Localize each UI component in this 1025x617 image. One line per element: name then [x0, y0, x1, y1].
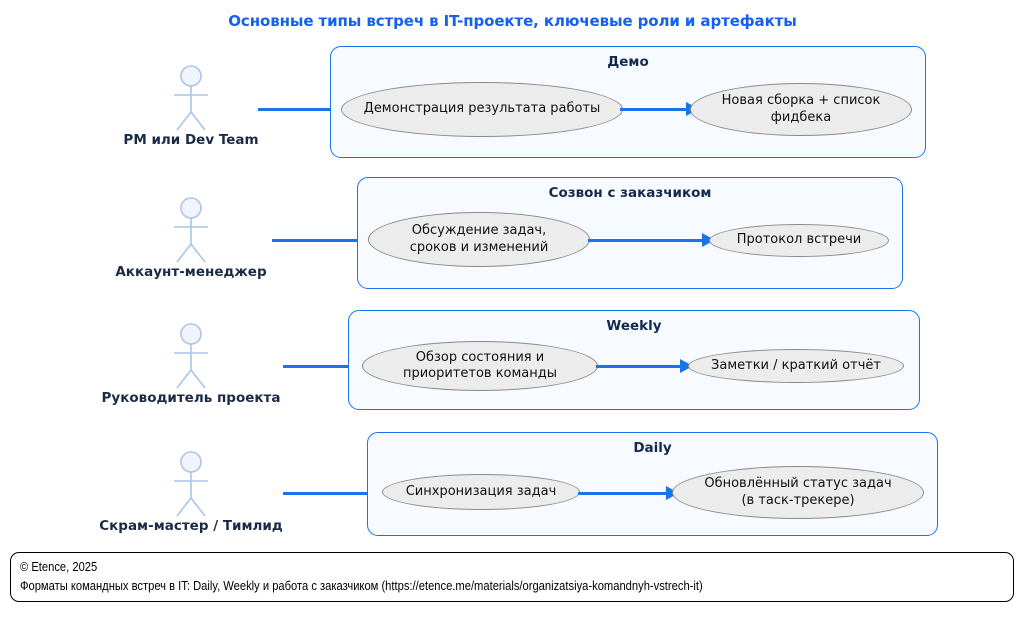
actor-label: Скрам-мастер / Тимлид [99, 518, 283, 534]
usecase-demo: Демонстрация результата работы [341, 82, 623, 137]
actor-account-manager: Аккаунт-менеджер [115, 196, 267, 286]
group-title: Weekly [606, 318, 662, 334]
connector-actor-to-usecase-1 [258, 108, 338, 111]
actor-figure-icon [174, 65, 208, 131]
footer-source: Форматы командных встреч в IT: Daily, We… [20, 577, 703, 593]
usecase-weekly: Обзор состояния и приоритетов команды [362, 341, 598, 391]
usecase-label-line1: Обзор состояния и [415, 349, 545, 365]
artifact-label-line2: (в таск-трекере) [741, 492, 855, 508]
artifact-label-line2: фидбека [770, 109, 832, 125]
page-title: Основные типы встреч в IT-проекте, ключе… [228, 12, 797, 30]
footer-copyright: © Etence, 2025 [20, 559, 98, 574]
actor-pm-dev-team: PM или Dev Team [123, 64, 259, 154]
actor-label: Руководитель проекта [101, 390, 281, 406]
artifact-label: Протокол встречи [736, 232, 862, 248]
connector-actor-to-usecase-2 [272, 239, 364, 242]
connector-usecase-to-artifact-3 [596, 365, 684, 368]
connector-usecase-to-artifact-1 [620, 108, 690, 111]
actor-label: Аккаунт-менеджер [115, 264, 267, 280]
artifact-demo: Новая сборка + список фидбека [690, 83, 912, 136]
connector-actor-to-usecase-3 [283, 365, 355, 368]
footer-note: © Etence, 2025 Форматы командных встреч … [10, 552, 1014, 602]
artifact-daily: Обновлённый статус задач (в таск-трекере… [672, 466, 924, 519]
connector-usecase-to-artifact-2 [588, 239, 706, 242]
usecase-label-line1: Обсуждение задач, [411, 223, 547, 239]
actor-label: PM или Dev Team [123, 132, 259, 148]
usecase-label: Синхронизация задач [405, 483, 557, 499]
artifact-customer-call: Протокол встречи [709, 224, 889, 257]
usecase-label: Демонстрация результата работы [363, 101, 601, 117]
actor-figure-icon [174, 197, 208, 263]
actor-figure-icon [174, 451, 208, 517]
artifact-label-line1: Новая сборка + список [721, 93, 881, 109]
group-title: Демо [607, 54, 649, 70]
artifact-weekly: Заметки / краткий отчёт [688, 349, 904, 383]
actor-figure-icon [174, 323, 208, 389]
actor-project-manager: Руководитель проекта [102, 322, 280, 412]
artifact-label: Заметки / краткий отчёт [711, 357, 881, 373]
usecase-daily: Синхронизация задач [382, 474, 580, 510]
connector-actor-to-usecase-4 [283, 492, 375, 495]
usecase-customer-call: Обсуждение задач, сроков и изменений [368, 212, 590, 267]
connector-usecase-to-artifact-4 [578, 492, 670, 495]
group-title: Созвон с заказчиком [548, 185, 712, 201]
usecase-label-line2: приоритетов команды [402, 366, 558, 381]
group-title: Daily [633, 440, 672, 456]
actor-scrum-master-teamlead: Скрам-мастер / Тимлид [99, 450, 283, 540]
artifact-label-line1: Обновлённый статус задач [704, 476, 892, 492]
usecase-label-line2: сроков и изменений [409, 239, 549, 255]
